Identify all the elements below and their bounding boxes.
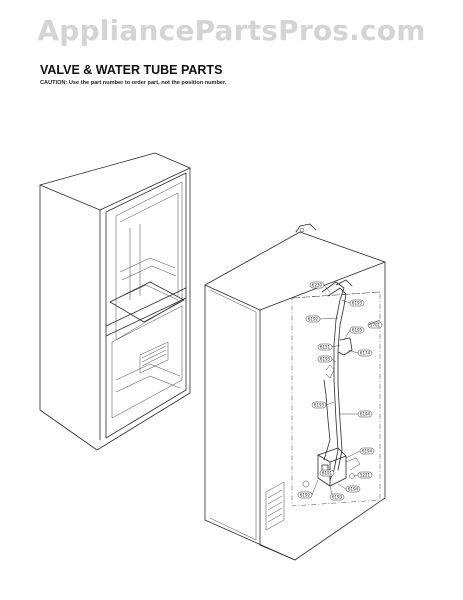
- callout-label: 5221: [357, 471, 373, 479]
- svg-text:6194: 6194: [362, 449, 373, 454]
- svg-text:6194: 6194: [348, 487, 359, 492]
- site-watermark: AppliancePartsPros.com: [37, 14, 426, 47]
- svg-text:6193: 6193: [332, 495, 343, 500]
- left-cabinet: [39, 152, 191, 451]
- svg-text:6193: 6193: [320, 357, 331, 362]
- svg-text:6151: 6151: [320, 345, 331, 350]
- parts-enclosure: [291, 291, 381, 507]
- svg-text:6192: 6192: [300, 493, 311, 498]
- callout-label: 6174: [357, 349, 373, 357]
- svg-text:6193: 6193: [352, 301, 363, 306]
- callout-label: 6195: [349, 326, 365, 334]
- svg-text:6194: 6194: [360, 412, 371, 417]
- callout-label: 6194: [357, 410, 373, 418]
- svg-text:5701: 5701: [370, 323, 381, 328]
- callout-label: 6194: [359, 447, 375, 455]
- callout-label: 6193: [311, 401, 327, 409]
- diagram-title: VALVE & WATER TUBE PARTS: [40, 63, 223, 77]
- callout-labels: 6230 6193 5701 6192 6195 6151 6174 6193 …: [297, 281, 383, 501]
- svg-text:6191: 6191: [322, 471, 333, 476]
- callout-label: 6192: [297, 491, 313, 499]
- callout-label: 5701: [367, 321, 383, 329]
- svg-text:6195: 6195: [352, 328, 363, 333]
- callout-label: 6193: [349, 299, 365, 307]
- water-tube-assembly: [302, 279, 361, 497]
- callout-label: 6192: [305, 315, 321, 323]
- callout-label: 6193: [317, 355, 333, 363]
- svg-text:6192: 6192: [308, 317, 319, 322]
- svg-text:5221: 5221: [360, 473, 371, 478]
- caution-note: CAUTION: Use the part number to order pa…: [40, 80, 227, 86]
- right-cabinet: [204, 223, 386, 561]
- callout-label: 6151: [317, 343, 333, 351]
- callout-label: 6193: [329, 493, 345, 501]
- svg-text:6174: 6174: [360, 351, 371, 356]
- svg-text:6193: 6193: [314, 403, 325, 408]
- callout-label: 6230: [309, 281, 325, 289]
- leader-lines: [311, 284, 381, 496]
- callout-label: 6194: [345, 485, 361, 493]
- svg-text:6230: 6230: [312, 283, 323, 288]
- callout-label: 6191: [319, 469, 335, 477]
